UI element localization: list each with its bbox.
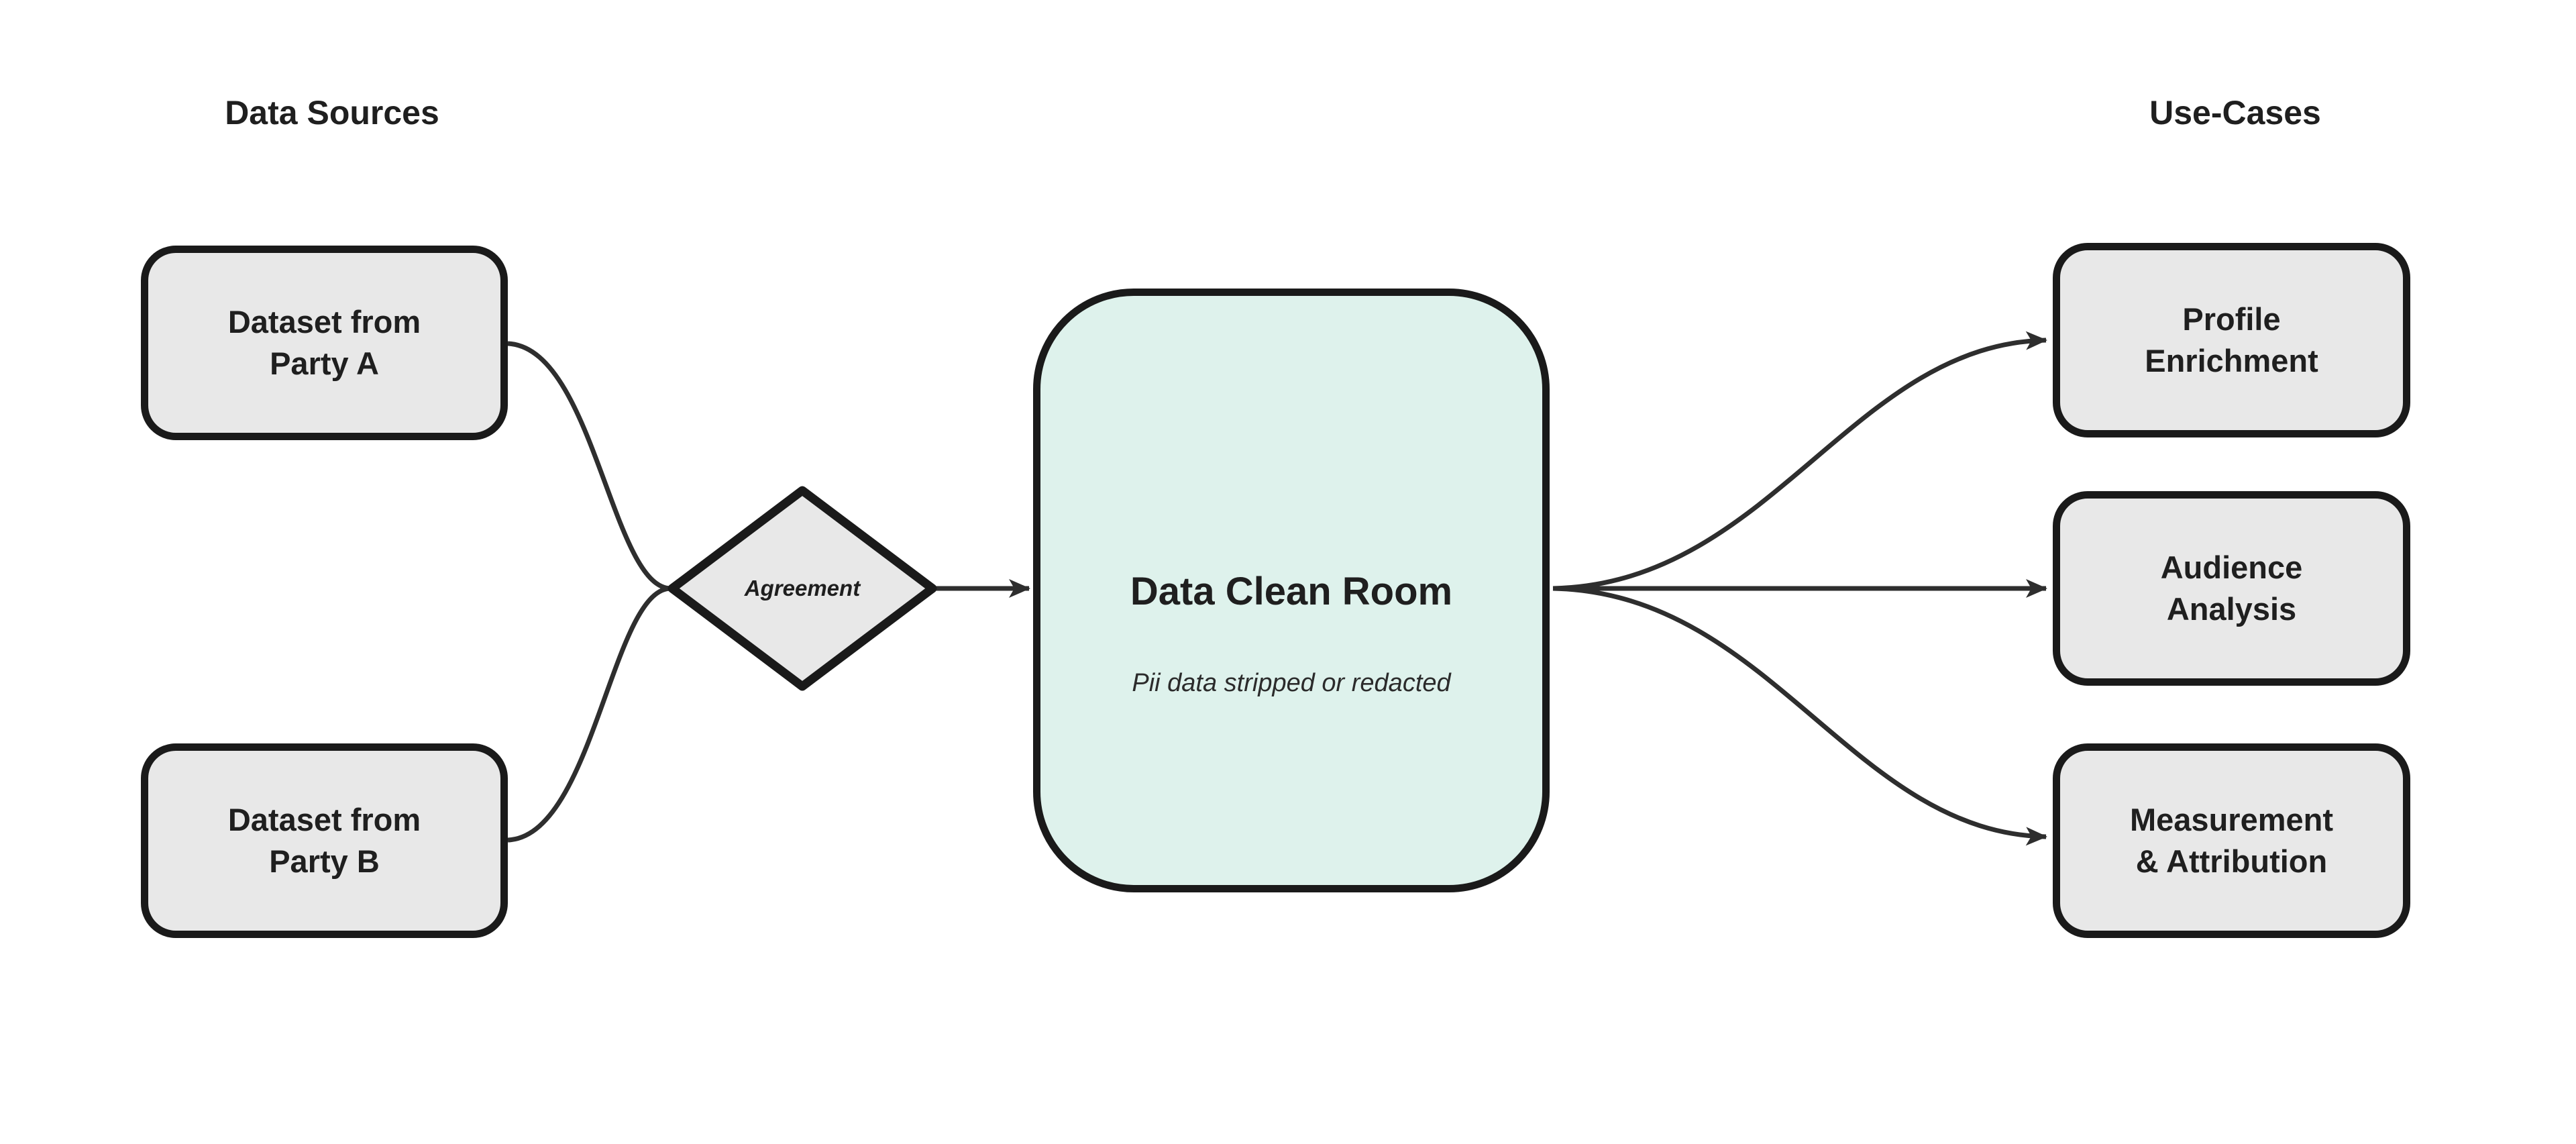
node-label-line: Audience bbox=[2160, 550, 2303, 585]
node-audience-analysis[interactable]: Audience Analysis bbox=[2053, 491, 2410, 686]
node-measurement-attribution[interactable]: Measurement & Attribution bbox=[2053, 743, 2410, 938]
node-label-line: Measurement bbox=[2130, 802, 2333, 837]
connector-party-a-to-agreement bbox=[507, 341, 672, 591]
agreement-label: Agreement bbox=[744, 576, 861, 601]
node-label-line: Analysis bbox=[2166, 591, 2297, 627]
node-label-line: Profile bbox=[2182, 301, 2281, 337]
heading-data-sources: Data Sources bbox=[225, 94, 439, 132]
node-profile-enrichment[interactable]: Profile Enrichment bbox=[2053, 243, 2410, 437]
connector-clean-room-to-measurement-attribution bbox=[1552, 586, 2047, 846]
node-dataset-party-b[interactable]: Dataset from Party B bbox=[141, 743, 508, 938]
node-label-line: Dataset from bbox=[227, 802, 421, 837]
node-label-line: Party B bbox=[269, 843, 380, 879]
node-label-line: Enrichment bbox=[2145, 343, 2318, 378]
clean-room-subtitle: Pii data stripped or redacted bbox=[1132, 669, 1451, 697]
node-dataset-party-a[interactable]: Dataset from Party A bbox=[141, 246, 508, 440]
agreement-diamond[interactable] bbox=[667, 486, 937, 691]
node-label-line: & Attribution bbox=[2135, 843, 2328, 879]
node-label-line: Party A bbox=[270, 346, 379, 381]
node-label-line: Dataset from bbox=[227, 304, 421, 340]
connector-party-b-to-agreement bbox=[507, 586, 672, 843]
clean-room-title: Data Clean Room bbox=[1130, 570, 1453, 613]
heading-use-cases: Use-Cases bbox=[2149, 94, 2321, 132]
connector-clean-room-to-profile-enrichment bbox=[1552, 331, 2047, 591]
node-data-clean-room[interactable]: Data Clean Room Pii data stripped or red… bbox=[1033, 289, 1550, 892]
